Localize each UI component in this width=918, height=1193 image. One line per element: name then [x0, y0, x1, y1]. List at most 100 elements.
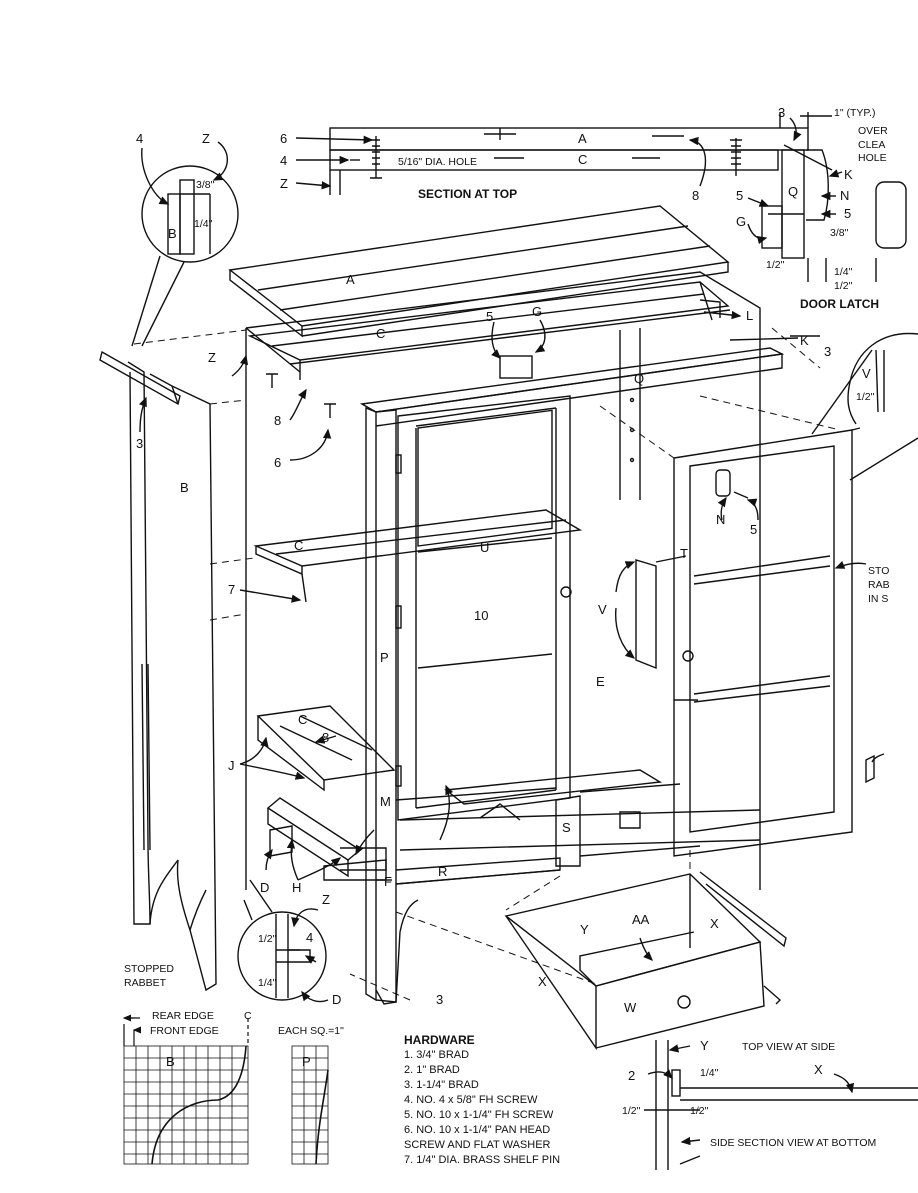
part-z: Z	[208, 350, 216, 365]
hardware-item-5: 5. NO. 10 x 1-1/4" FH SCREW	[404, 1109, 554, 1121]
centerline-label: C	[244, 1010, 252, 1022]
part-5-latch: 5	[750, 522, 757, 537]
detail-circle-top-left	[131, 141, 239, 347]
part-x-right: X	[710, 916, 719, 931]
front-edge-label: FRONT EDGE	[150, 1025, 219, 1037]
hardware-title: HARDWARE	[404, 1033, 475, 1047]
top-view-x: X	[814, 1062, 823, 1077]
grid-pattern-b	[122, 1014, 249, 1165]
top-view-12a: 1/2"	[622, 1105, 641, 1117]
right-door	[615, 427, 885, 857]
part-m: M	[380, 794, 391, 809]
rear-edge-label: REAR EDGE	[152, 1010, 214, 1022]
hardware-item-2: 2. 1" BRAD	[404, 1064, 460, 1076]
left-door	[395, 395, 572, 821]
label-section-c: C	[578, 152, 587, 167]
clearance-note-3: HOLE	[858, 152, 887, 164]
detail-tl-38: 3/8"	[196, 179, 215, 191]
top-view-title: TOP VIEW AT SIDE	[742, 1041, 835, 1053]
part-3-side: 3	[136, 436, 143, 451]
side-section-title: SIDE SECTION VIEW AT BOTTOM	[710, 1137, 876, 1149]
door-latch-detail	[747, 149, 907, 282]
part-f: F	[384, 874, 392, 889]
hardware-item-7: 7. 1/4" DIA. BRASS SHELF PIN	[404, 1154, 560, 1166]
part-a: A	[346, 272, 355, 287]
latch-dim-38: 3/8"	[830, 227, 849, 239]
label-section-8: 8	[692, 188, 699, 203]
typ-note: 1" (TYP.)	[834, 107, 875, 119]
part-b: B	[180, 480, 189, 495]
section-at-top	[295, 112, 833, 195]
part-r: R	[438, 864, 447, 879]
stopped-rabbet-right-3: IN S	[868, 593, 888, 605]
part-c-low: C	[298, 712, 307, 727]
detail-tl-14: 1/4"	[194, 218, 213, 230]
hardware-item-6: 6. NO. 10 x 1-1/4" PAN HEAD	[404, 1124, 550, 1136]
detail-circle-right	[811, 332, 918, 481]
stopped-rabbet-right-1: STO	[868, 565, 889, 577]
clearance-note-1: OVER	[858, 125, 888, 137]
latch-label-5a: 5	[736, 188, 743, 203]
detail-right-12: 1/2"	[856, 391, 875, 403]
hardware-item-3: 3. 1-1/4" BRAD	[404, 1079, 479, 1091]
detail-bottom-14: 1/4"	[258, 977, 277, 989]
hardware-item-1: 1. 3/4" BRAD	[404, 1049, 469, 1061]
clearance-note-2: CLEA	[858, 139, 885, 151]
bottom-frame	[263, 769, 761, 881]
label-section-a: A	[578, 131, 587, 146]
hardware-item-6b: SCREW AND FLAT WASHER	[404, 1139, 551, 1151]
stopped-rabbet-1: STOPPED	[124, 963, 174, 975]
part-aa: AA	[632, 912, 650, 927]
latch-label-k: K	[844, 167, 853, 182]
part-h: H	[292, 880, 301, 895]
part-v: V	[598, 602, 607, 617]
part-6: 6	[274, 455, 281, 470]
part-5: 5	[486, 309, 493, 324]
latch-dim-14: 1/4"	[834, 266, 853, 278]
detail-tl-4: 4	[136, 131, 143, 146]
stopped-rabbet-2: RABBET	[124, 977, 167, 989]
labels: 6 4 Z A C 5/16" DIA. HOLE SECTION AT TOP…	[124, 105, 890, 1166]
part-8-low: 8	[322, 730, 329, 745]
part-d: D	[260, 880, 269, 895]
part-8-top: 8	[274, 413, 281, 428]
label-section-3: 3	[778, 105, 785, 120]
part-3-bottom: 3	[436, 992, 443, 1007]
part-y: Y	[580, 922, 589, 937]
top-view-14: 1/4"	[700, 1067, 719, 1079]
latch-label-5b: 5	[844, 206, 851, 221]
detail-bottom-z: Z	[322, 892, 330, 907]
part-u: U	[480, 540, 489, 555]
top-view-at-side	[644, 1040, 918, 1170]
grid-p-label: P	[302, 1054, 311, 1069]
door-latch-title: DOOR LATCH	[800, 297, 879, 311]
side-panel-b	[99, 350, 217, 992]
grid-b-label: B	[166, 1054, 175, 1069]
stopped-rabbet-right-2: RAB	[868, 579, 890, 591]
top-view-12b: 1/2"	[690, 1105, 709, 1117]
latch-label-n: N	[840, 188, 849, 203]
part-10: 10	[474, 608, 488, 623]
latch-dim-12a: 1/2"	[766, 259, 785, 271]
explosion-lines	[133, 327, 841, 1001]
part-p: P	[380, 650, 389, 665]
detail-bottom-12: 1/2"	[258, 933, 277, 945]
drawer	[504, 871, 787, 1051]
part-w: W	[624, 1000, 637, 1015]
detail-right-v: V	[862, 366, 871, 381]
part-g: G	[532, 304, 542, 319]
top-view-y: Y	[700, 1038, 709, 1053]
part-e: E	[596, 674, 605, 689]
part-q: Q	[634, 371, 644, 386]
detail-bottom-d: D	[332, 992, 341, 1007]
top-view-2: 2	[628, 1068, 635, 1083]
face-frame	[359, 347, 785, 1005]
label-section-6: 6	[280, 131, 287, 146]
detail-circle-bottom	[237, 879, 329, 1003]
part-3-top: 3	[824, 344, 831, 359]
part-n-latch: N	[716, 512, 725, 527]
hardware-item-4: 4. NO. 4 x 5/8" FH SCREW	[404, 1094, 538, 1106]
detail-bottom-4: 4	[306, 930, 313, 945]
part-c-mid: C	[294, 538, 303, 553]
